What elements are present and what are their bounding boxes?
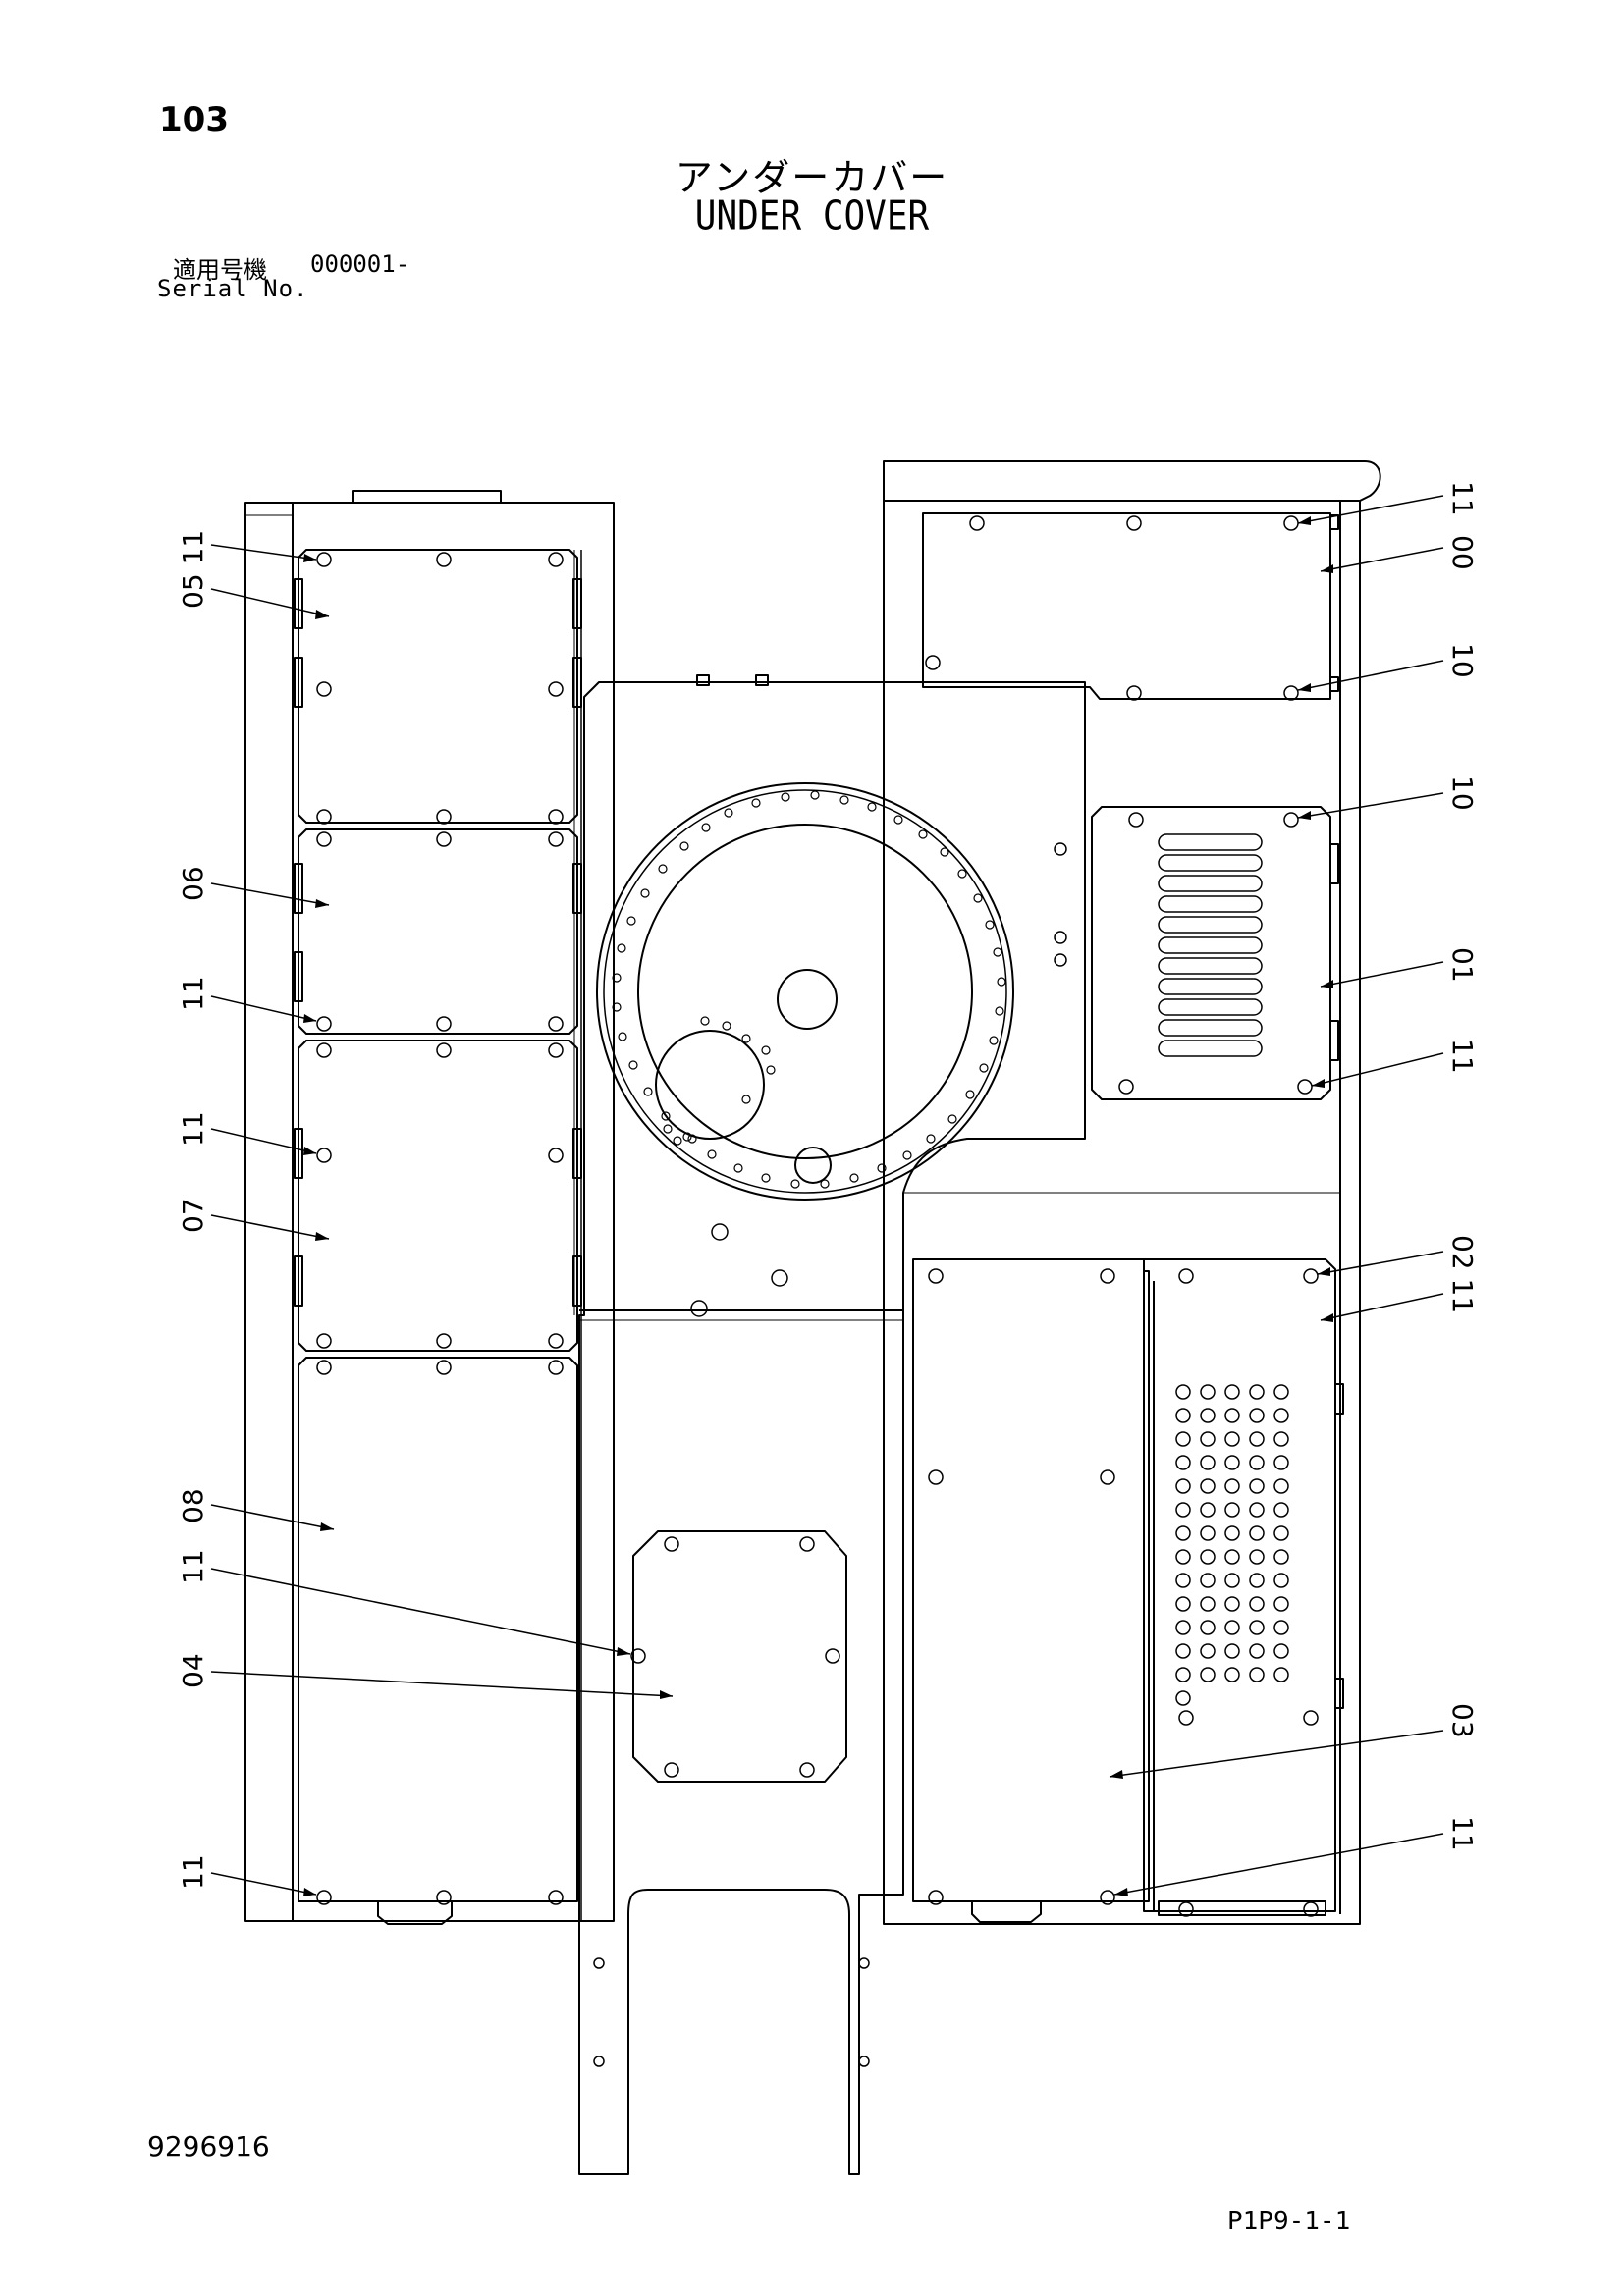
center-frame (578, 674, 1086, 2175)
callout-07: 07 (177, 1198, 209, 1233)
cover-panel-03 (912, 1258, 1150, 1923)
callout-11-d: 11 (177, 1854, 209, 1890)
serial-label-japanese: 適用号機 (173, 256, 267, 284)
callout-02-11: 02 11 (1446, 1235, 1479, 1313)
callout-08: 08 (177, 1488, 209, 1523)
cover-panel-01 (1091, 806, 1339, 1100)
callout-11-right-b: 11 (1446, 1039, 1479, 1074)
callout-05-11: 05 11 (177, 530, 209, 609)
louvers (1158, 833, 1263, 1057)
cover-panel-02 (1143, 1258, 1344, 1916)
document-number: 9296916 (147, 2130, 270, 2163)
cover-panel-00 (922, 512, 1339, 700)
bolts (316, 515, 1319, 2067)
arrow-heads (303, 516, 1333, 1896)
callout-00: 00 (1446, 535, 1479, 570)
cover-panel-05 (294, 549, 582, 824)
callout-11-right-a: 11 (1446, 481, 1479, 516)
serial-label-english: Serial No. (157, 275, 309, 302)
page-code: P1P9-1-1 (1227, 2207, 1351, 2236)
callout-11-a: 11 (177, 976, 209, 1011)
callout-10-b: 10 (1446, 775, 1479, 811)
callout-01: 01 (1446, 947, 1479, 983)
serial-value: 000001- (310, 250, 410, 278)
title-english: UNDER COVER (694, 192, 930, 240)
left-frame (244, 490, 615, 1922)
callout-11-right-c: 11 (1446, 1816, 1479, 1851)
swing-circle-holes (612, 790, 1006, 1189)
callout-06: 06 (177, 866, 209, 901)
callout-10-a: 10 (1446, 643, 1479, 678)
cover-panel-06 (294, 828, 582, 1035)
callout-labels: 05 11 06 11 11 07 08 11 04 11 11 00 10 1… (177, 481, 1479, 1890)
callout-04: 04 (177, 1653, 209, 1688)
perforation-holes (1175, 1384, 1289, 1706)
cover-panel-07 (294, 1040, 582, 1352)
callout-03: 03 (1446, 1703, 1479, 1738)
leader-lines (210, 495, 1444, 1896)
cover-panel-04 (632, 1530, 847, 1783)
swing-circle (596, 782, 1014, 1201)
cover-panel-08 (298, 1357, 578, 1925)
right-frame (883, 460, 1381, 1925)
page-number: 103 (159, 100, 229, 139)
title-japanese: アンダーカバー (675, 156, 949, 199)
callout-11-c: 11 (177, 1549, 209, 1584)
callout-11-b: 11 (177, 1111, 209, 1147)
